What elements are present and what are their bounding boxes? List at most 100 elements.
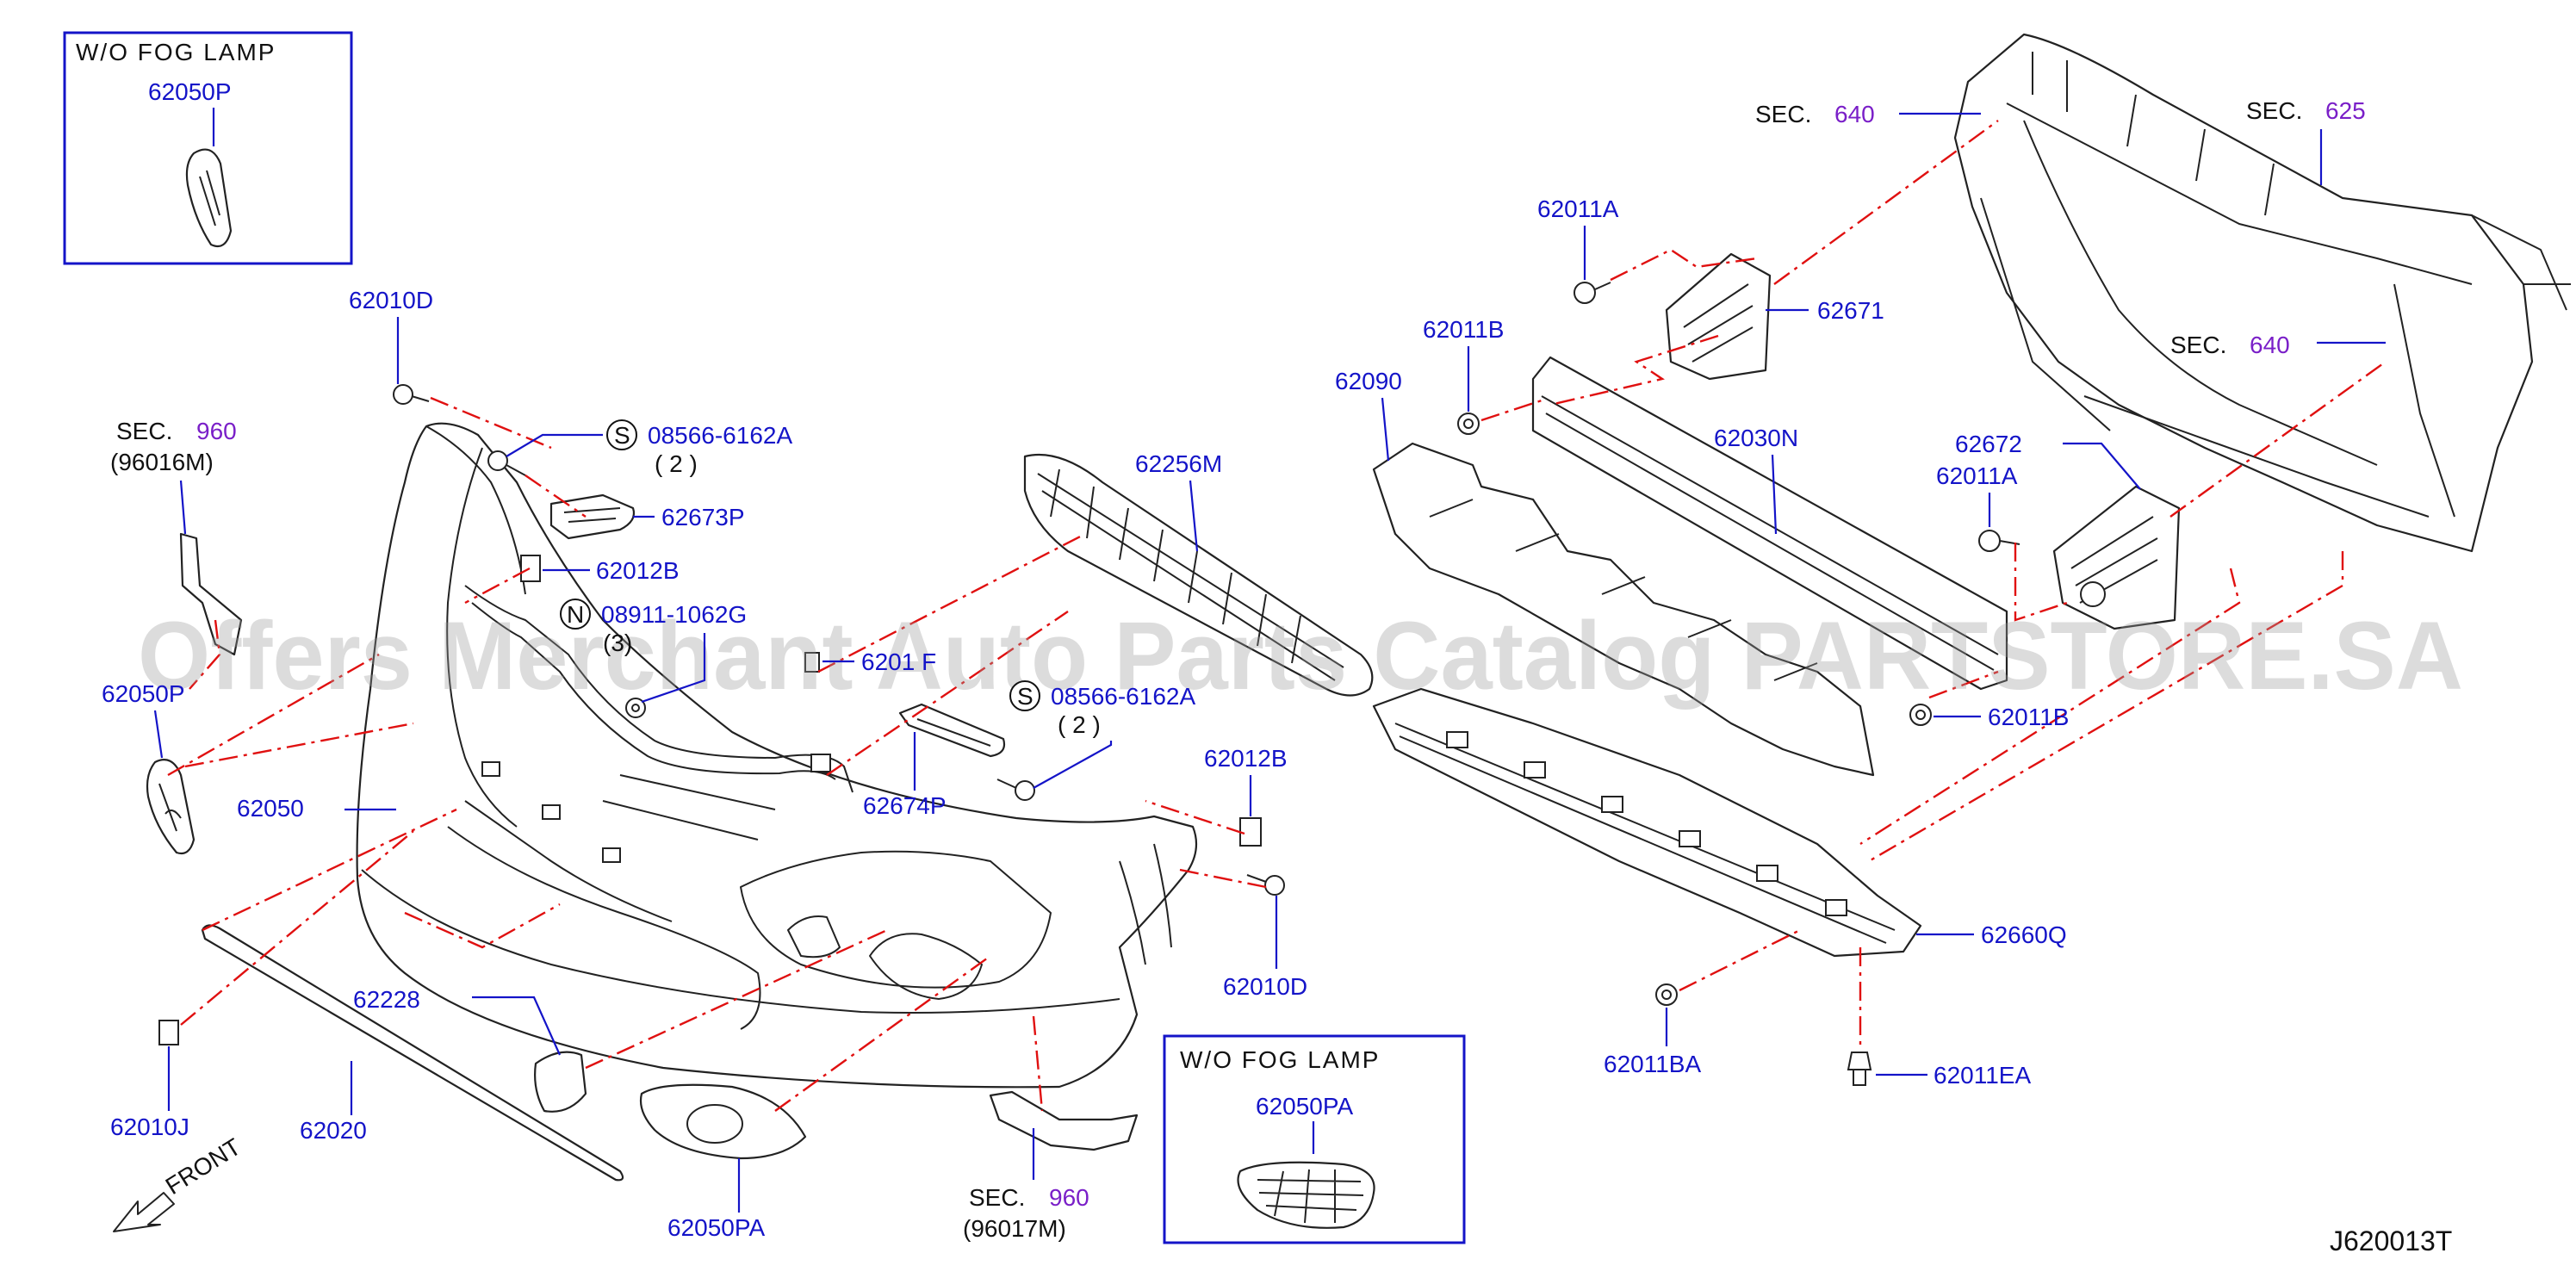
part-label-62672[interactable]: 62672 <box>1955 431 2022 457</box>
part-label-62256M[interactable]: 62256M <box>1135 450 1222 477</box>
side-bracket-right-body <box>989 1090 1139 1151</box>
bolt-08566-b <box>996 779 1035 801</box>
undercover-vent <box>1679 830 1701 847</box>
bumper-lower-opening <box>447 826 761 1030</box>
part-label-62012B-top[interactable]: 62012B <box>596 557 680 584</box>
part-label-62050PA-inset[interactable]: 62050PA <box>1256 1093 1353 1120</box>
front-arrow-icon <box>113 1192 175 1232</box>
part-label-62012B-right[interactable]: 62012B <box>1204 745 1288 772</box>
bracket-62674P-rib <box>916 718 991 747</box>
part-label-62660Q[interactable]: 62660Q <box>1981 921 2067 948</box>
lower-strip-body <box>201 924 624 1182</box>
callouts: 62010D S 08566-6162A ( 2 ) 62673P 62012B… <box>102 195 2141 1241</box>
bolt-62010D-right <box>1246 874 1285 896</box>
alignment-line <box>1032 1015 1044 1112</box>
part-label-62020[interactable]: 62020 <box>300 1117 367 1144</box>
sec-label: SEC. <box>2170 332 2226 358</box>
nut-08911 <box>625 698 646 718</box>
sec-label: SEC. <box>2246 97 2302 124</box>
core-support-frame <box>1953 33 2534 553</box>
part-label-62030N[interactable]: 62030N <box>1714 425 1798 451</box>
core-support-ribs <box>2032 52 2275 216</box>
reinforcement-flanges <box>1541 395 1999 671</box>
clip-6201xF <box>804 652 820 673</box>
part-label-62010D-right[interactable]: 62010D <box>1223 973 1307 1000</box>
leader-line <box>641 633 706 704</box>
bolt-62011A-top <box>1574 282 1611 304</box>
alignment-line <box>430 396 552 450</box>
quantity-08566-b: ( 2 ) <box>1058 711 1101 738</box>
alignment-line <box>774 955 991 1112</box>
part-label-62011BA[interactable]: 62011BA <box>1604 1051 1701 1077</box>
bumper-slot <box>542 804 561 820</box>
clip-62012B-right <box>1239 817 1262 847</box>
quantity-08566-a: ( 2 ) <box>655 450 698 477</box>
sec-sub-96017M: (96017M) <box>963 1215 1066 1242</box>
leader-line <box>179 480 187 535</box>
sec-number-640-top[interactable]: 640 <box>1834 101 1875 127</box>
part-label-62090[interactable]: 62090 <box>1335 368 1402 394</box>
bolt-62010D-top <box>393 384 430 405</box>
part-label-08566-6162A-a[interactable]: 08566-6162A <box>648 422 792 449</box>
part-label-08911-1062G[interactable]: 08911-1062G <box>601 601 747 628</box>
nut-62011B-right <box>1909 704 1932 726</box>
fog-finisher-hole <box>686 1104 743 1144</box>
part-label-62671[interactable]: 62671 <box>1817 297 1884 324</box>
leader-line <box>1381 397 1390 462</box>
part-label-62228[interactable]: 62228 <box>353 986 420 1013</box>
symbol-N: N <box>567 601 584 628</box>
part-label-08566-6162A-b[interactable]: 08566-6162A <box>1051 683 1195 710</box>
alignment-line <box>1480 399 1542 422</box>
part-label-62010D-top[interactable]: 62010D <box>349 287 433 313</box>
undercover-body <box>1372 687 1922 958</box>
part-label-62050PA[interactable]: 62050PA <box>667 1214 765 1241</box>
cover-62228 <box>534 1051 587 1113</box>
part-label-62011B-right[interactable]: 62011B <box>1988 704 2069 730</box>
sec-number-640-right[interactable]: 640 <box>2250 332 2290 358</box>
cover-62228-body <box>534 1051 587 1113</box>
alignment-line <box>404 903 561 949</box>
part-label-62011A-top[interactable]: 62011A <box>1537 195 1619 222</box>
sec-number-960-left[interactable]: 960 <box>196 418 237 444</box>
part-label-62050P[interactable]: 62050P <box>102 680 185 707</box>
bumper-edge-left <box>446 447 518 828</box>
alignment-line <box>1610 248 1758 282</box>
grille-insert-mesh <box>1257 1169 1364 1224</box>
bracket-62674P-body <box>898 703 1006 758</box>
alignment-line <box>1549 334 1719 406</box>
leader-line <box>1033 741 1113 789</box>
bumper-upper-retainer <box>464 585 853 793</box>
part-label-6201xF[interactable]: 6201 F <box>861 648 936 675</box>
part-label-62673P[interactable]: 62673P <box>661 504 745 530</box>
symbol-circle-N <box>560 599 591 630</box>
inset-box-wo-fog-lamp-bottom: W/O FOG LAMP 62050PA <box>1163 1034 1466 1244</box>
alignment-line <box>1145 799 1245 835</box>
side-bracket-96017M <box>989 1090 1139 1151</box>
side-bracket-96016M <box>179 532 243 656</box>
alignment-line <box>167 653 380 777</box>
sec-number-960-bottom[interactable]: 960 <box>1049 1184 1089 1211</box>
bumper-inner-line <box>464 800 673 922</box>
alignment-line <box>1859 568 2241 846</box>
core-support-top-rail <box>2006 102 2473 285</box>
part-label-62011EA[interactable]: 62011EA <box>1934 1062 2031 1089</box>
bumper-lower-crease <box>361 869 1120 1014</box>
part-label-62674P[interactable]: 62674P <box>863 792 947 819</box>
nut-62011BA <box>1655 983 1678 1006</box>
part-label-62050P-inset[interactable]: 62050P <box>148 78 232 105</box>
part-label-62011B-top[interactable]: 62011B <box>1423 316 1504 343</box>
sec-label: SEC. <box>116 418 172 444</box>
sec-number-625[interactable]: 625 <box>2325 97 2366 124</box>
undercover-62660Q <box>1372 687 1922 958</box>
part-label-62011A-right[interactable]: 62011A <box>1936 462 2018 489</box>
lower-strip-62020 <box>201 924 624 1182</box>
grille-insert-part <box>1237 1161 1375 1229</box>
radiator-core-support <box>1953 33 2571 553</box>
part-label-62050[interactable]: 62050 <box>237 795 304 822</box>
bracket-62672 <box>2052 485 2181 630</box>
clip-62011EA <box>1847 1052 1872 1086</box>
part-label-62010J[interactable]: 62010J <box>110 1114 189 1140</box>
watermark-text: Offers Merchant Auto Parts Catalog PARTS… <box>138 602 2463 710</box>
inset-box-title: W/O FOG LAMP <box>76 39 276 65</box>
